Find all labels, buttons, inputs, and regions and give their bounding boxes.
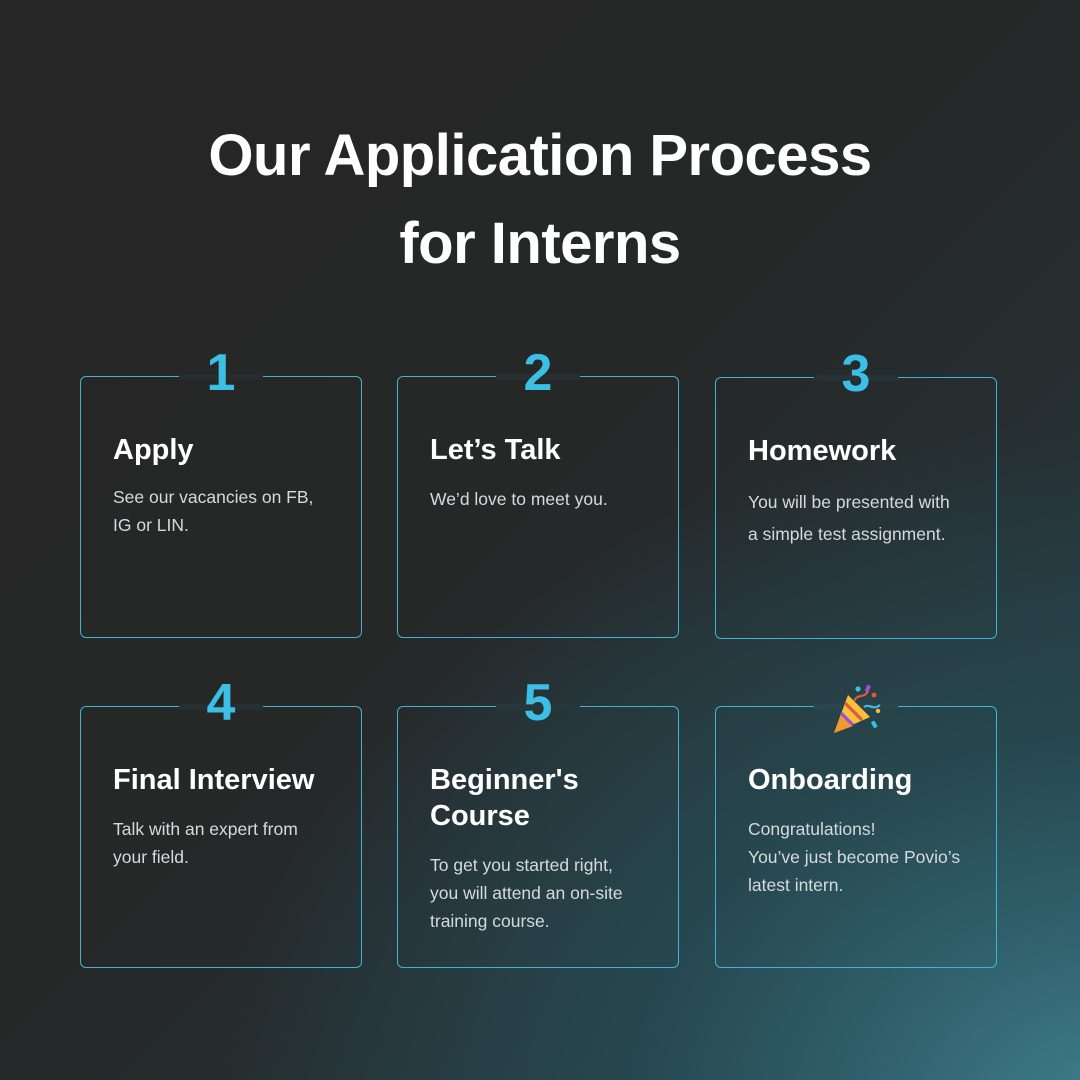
- step-description-line: See our vacancies on FB,: [113, 487, 314, 507]
- step-description: You will be presented with a simple test…: [748, 486, 978, 550]
- step-description-line: latest intern.: [748, 875, 844, 895]
- step-description: Talk with an expert from your field.: [113, 815, 343, 871]
- step-description: See our vacancies on FB, IG or LIN.: [113, 483, 343, 539]
- step-number-badge: 2: [523, 344, 553, 402]
- border-gap: [496, 704, 580, 710]
- page-title-line-1: Our Application Process: [208, 123, 872, 188]
- step-description: To get you started right, you will atten…: [430, 851, 660, 935]
- step-number-badge: 4: [206, 674, 236, 732]
- border-gap: [179, 704, 263, 710]
- step-title: Homework: [748, 435, 897, 467]
- step-card-homework: 3 Homework You will be presented with a …: [715, 345, 997, 639]
- step-number-badge: 5: [523, 674, 553, 732]
- page-title: Our Application Process for Interns: [0, 112, 1080, 288]
- step-card-apply: 1 Apply See our vacancies on FB, IG or L…: [80, 344, 362, 638]
- border-gap: [179, 374, 263, 380]
- step-description-line: training course.: [430, 911, 550, 931]
- step-description-line: You will be presented with: [748, 492, 950, 512]
- step-title: Final Interview: [113, 764, 315, 796]
- step-title-line: Course: [430, 800, 530, 832]
- step-icon-badge: [814, 677, 898, 741]
- step-description-line: your field.: [113, 847, 189, 867]
- step-description-line: you will attend an on-site: [430, 883, 623, 903]
- step-card-onboarding: Onboarding Congratulations! You’ve just …: [715, 684, 997, 968]
- step-description: We’d love to meet you.: [430, 485, 660, 513]
- step-description-line: Talk with an expert from: [113, 819, 298, 839]
- step-title: Onboarding: [748, 764, 913, 796]
- party-popper-icon: [834, 684, 881, 733]
- step-title: Apply: [113, 434, 194, 466]
- step-description-line: Congratulations!: [748, 819, 876, 839]
- step-title-line: Beginner's: [430, 764, 579, 796]
- step-card-lets-talk: 2 Let’s Talk We’d love to meet you.: [397, 344, 679, 638]
- step-card-final-interview: 4 Final Interview Talk with an expert fr…: [80, 674, 362, 968]
- step-description-line: IG or LIN.: [113, 515, 189, 535]
- step-title: Beginner's Course: [430, 762, 658, 834]
- step-number-badge: 3: [841, 345, 871, 403]
- step-description-line: You’ve just become Povio’s: [748, 847, 961, 867]
- step-description-line: To get you started right,: [430, 855, 613, 875]
- step-description-line: a simple test assignment.: [748, 524, 946, 544]
- page-title-line-2: for Interns: [399, 211, 681, 276]
- border-gap: [814, 375, 898, 381]
- step-card-beginners-course: 5 Beginner's Course To get you started r…: [397, 674, 679, 968]
- step-description: Congratulations! You’ve just become Povi…: [748, 815, 978, 899]
- step-title: Let’s Talk: [430, 434, 561, 466]
- border-gap: [496, 374, 580, 380]
- step-description-line: We’d love to meet you.: [430, 489, 608, 509]
- step-number-badge: 1: [206, 344, 236, 402]
